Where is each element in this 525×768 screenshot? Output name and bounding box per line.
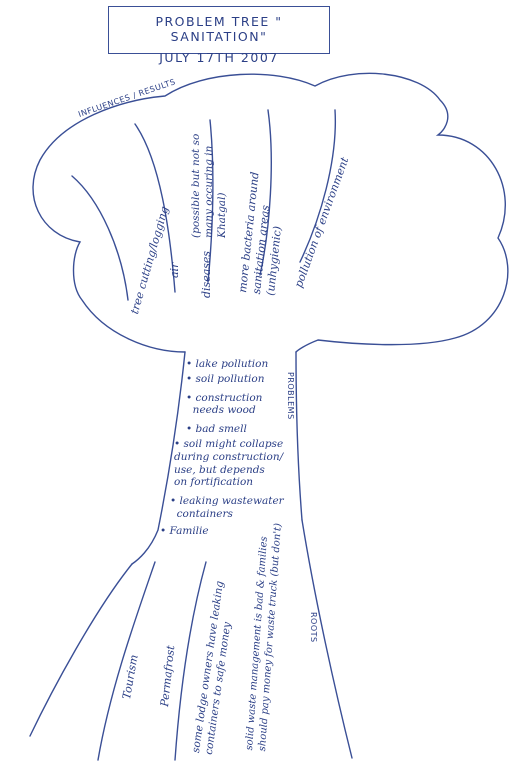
problems-list: • lake pollution • soil pollution • cons… [160,358,316,538]
problem-item: • lake pollution [186,358,269,370]
result-possible-not-many: (possible but not so many occuring in Kh… [190,133,228,238]
result-air: air [168,262,181,278]
crown-divider-5 [299,109,337,263]
trunk-left-edge [131,351,186,565]
root-line-1 [29,563,133,737]
problem-item: • bad smell [186,423,247,436]
tree-crown-outline [32,72,509,353]
crown-divider-2 [134,123,176,293]
root-line-2 [97,561,156,761]
roots-label: ROOTS [309,612,318,643]
root-line-3 [174,561,207,761]
problem-item: • Familie [160,524,209,537]
title-box: PROBLEM TREE " SANITATION" JULY 17TH 200… [108,6,330,65]
problem-item: • soil pollution [186,372,265,385]
crown-divider-3 [207,119,214,283]
problem-item: • construction needs wood [186,391,263,417]
problem-item: • soil might collapse during constructio… [174,437,284,489]
crown-divider-4 [259,109,272,276]
crown-divider-1 [71,175,129,301]
title-line-1: PROBLEM TREE " SANITATION" [155,14,283,44]
problem-item: • leaking wastewater containers [170,495,284,520]
trunk-right-edge [295,351,303,521]
root-line-4 [301,519,353,759]
result-diseases: diseases [200,250,213,298]
title-line-2: JULY 17TH 2007 [159,50,279,65]
